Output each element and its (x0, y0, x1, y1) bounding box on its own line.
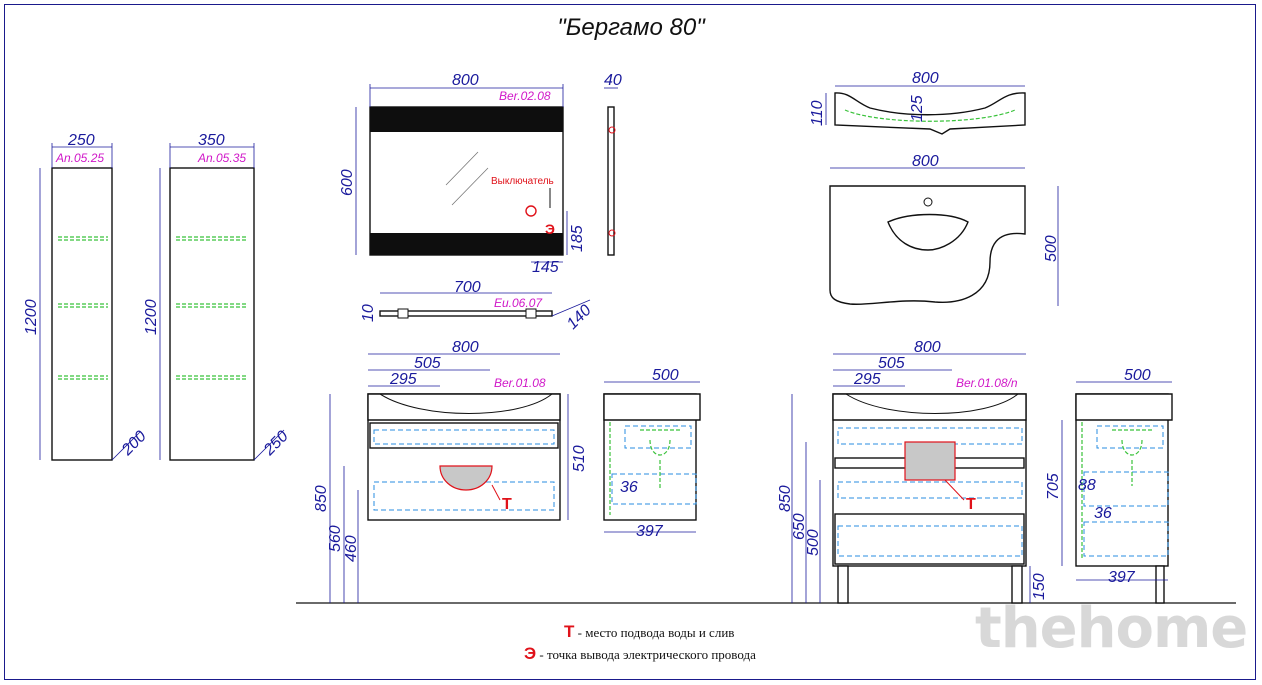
water-drain-zone (439, 465, 493, 491)
cabinet-small-depth: 200 (118, 428, 150, 460)
sink: 125 800 110 800 500 (809, 70, 1060, 306)
legend-mark-water: Т (564, 622, 575, 641)
glass-shelf: 700 Eu.06.07 10 140 (360, 279, 595, 333)
vanity-wall: Т 800 505 295 Ber.01.08 850 560 460 510 … (313, 339, 701, 603)
vanity-wall-510: 510 (571, 445, 588, 472)
mirror-top-band (370, 107, 563, 132)
vanity-floor-650: 650 (791, 513, 808, 540)
vanity-wall-side-500: 500 (652, 367, 679, 384)
cabinet-large-width: 350 (198, 132, 225, 149)
vanity-floor-850: 850 (777, 485, 794, 512)
cabinet-large-height: 1200 (143, 299, 160, 335)
cabinet-small-height: 1200 (23, 299, 40, 335)
vanity-floor-side-500: 500 (1124, 367, 1151, 384)
shelf-thickness: 10 (360, 304, 377, 322)
vanity-floor-505: 505 (878, 355, 905, 372)
cabinet-large-depth: 250 (260, 428, 292, 460)
cabinet-large-body (169, 167, 255, 461)
vanity-floor-side-397: 397 (1108, 569, 1136, 586)
vanity-floor-width: 800 (914, 339, 941, 356)
vanity-floor-code: Ber.01.08/n (956, 376, 1018, 390)
vanity-floor-500: 500 (805, 529, 822, 556)
drawing-title: "Бергамо 80" (557, 14, 705, 41)
sink-depth: 500 (1043, 235, 1060, 262)
sink-basin (887, 213, 969, 251)
sink-top-width: 800 (912, 153, 939, 170)
vanity-wall-side-397: 397 (636, 523, 664, 540)
shelf-width: 700 (454, 279, 481, 296)
mirror-switch-offset: 145 (532, 259, 559, 276)
vanity-floor-295: 295 (853, 371, 881, 388)
mirror-side-view (607, 106, 615, 256)
vanity-wall-460: 460 (343, 535, 360, 562)
vanity-wall-505: 505 (414, 355, 441, 372)
vanity-floor-side-88: 88 (1078, 477, 1096, 494)
sink-small-dim: 125 (909, 95, 926, 122)
mirror-height: 600 (339, 169, 356, 196)
cabinet-small: 250 An.05.25 1200 200 (23, 132, 150, 461)
cabinet-large: 350 An.05.35 1200 250 (143, 132, 292, 461)
drawing-frame (4, 4, 1256, 680)
mirror-switch-height: 185 (569, 225, 586, 252)
legend-mark-electric: Э (524, 644, 537, 663)
vanity-wall-850: 850 (313, 485, 330, 512)
mirror-bottom-band (370, 233, 563, 255)
vanity-floor-leg (1011, 565, 1023, 604)
vanity-floor-side-705: 705 (1045, 473, 1062, 500)
water-drain-zone-floor (904, 441, 956, 481)
sink-side-height: 110 (809, 100, 826, 126)
sink-width: 800 (912, 70, 939, 87)
cabinet-small-body (51, 167, 113, 461)
vanity-floor-side-36: 36 (1094, 505, 1112, 522)
switch-point-icon (525, 205, 537, 217)
mirror: 800 Ber.02.08 600 Выключатель Э 185 145 … (339, 72, 622, 276)
vanity-floor-mark: Т (966, 496, 976, 513)
vanity-wall-code: Ber.01.08 (494, 376, 546, 390)
cabinet-small-code: An.05.25 (55, 151, 104, 165)
vanity-wall-width: 800 (452, 339, 479, 356)
shelf-code: Eu.06.07 (494, 296, 543, 310)
mirror-width: 800 (452, 72, 479, 89)
shelf-depth: 140 (564, 302, 595, 333)
watermark-logo: thehome (975, 596, 1248, 661)
vanity-wall-560: 560 (327, 525, 344, 552)
shelf-body (379, 310, 553, 317)
mirror-depth: 40 (604, 72, 622, 89)
vanity-floor-side (1075, 393, 1169, 567)
mirror-code: Ber.02.08 (499, 89, 551, 103)
vanity-wall-side-36: 36 (620, 479, 638, 496)
vanity-wall-295: 295 (389, 371, 417, 388)
cabinet-large-code: An.05.35 (197, 151, 246, 165)
mirror-switch-label: Выключатель (491, 176, 554, 187)
vanity-wall-mark: Т (502, 496, 512, 513)
vanity-floor-leg (837, 565, 849, 604)
mirror-switch-mark: Э (545, 221, 555, 237)
legend-text-water: - место подвода воды и слив (577, 625, 735, 640)
cabinet-small-width: 250 (67, 132, 95, 149)
legend-row-water: Т - место подвода воды и слив (564, 622, 734, 642)
vanity-floor-legs: 150 (1031, 573, 1048, 600)
sink-front-view (834, 92, 1026, 135)
vanity-floor: Т 800 505 295 Ber.01.08/n 850 650 500 15… (777, 339, 1173, 604)
legend-text-electric: - точка вывода электрического провода (539, 647, 756, 662)
legend-row-electric: Э - точка вывода электрического провода (524, 644, 756, 664)
